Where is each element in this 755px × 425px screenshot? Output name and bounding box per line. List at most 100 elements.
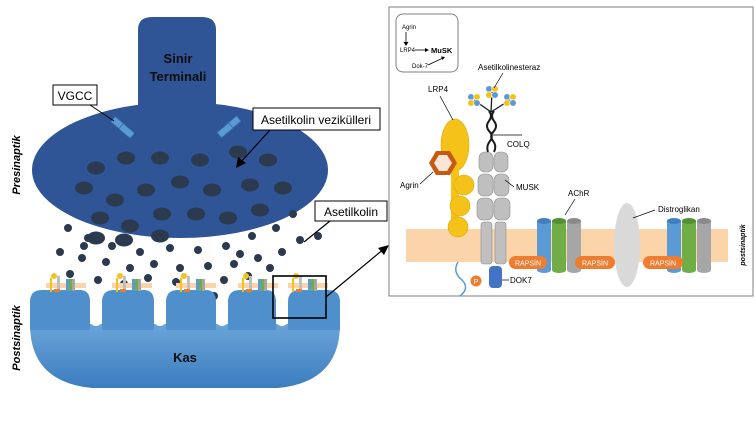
- musk-label: MUSK: [516, 183, 540, 192]
- achr-subunit-bottom: [552, 267, 566, 273]
- vesicle: [229, 145, 247, 159]
- mini-musk: [57, 276, 60, 292]
- mini-achr-gray: [138, 279, 141, 291]
- vesicle: [75, 181, 93, 195]
- mini-lrp4: [116, 278, 118, 292]
- ache-subunit: [491, 91, 499, 99]
- colq-collagen: [486, 110, 497, 153]
- acetylcholine-molecule: [150, 260, 158, 268]
- mini-lrp4-head: [117, 273, 123, 279]
- mini-achr-green: [311, 279, 314, 291]
- acetylcholine-molecule: [194, 246, 202, 254]
- mini-achr-green: [135, 279, 138, 291]
- dystroglycan-protein: [614, 203, 640, 287]
- nerve-terminal: Sinir Terminali: [32, 17, 328, 238]
- ache-subunit: [503, 93, 511, 101]
- mini-achr-gray: [202, 279, 205, 291]
- mini-achr-gray: [314, 279, 317, 291]
- mini-achr-blue: [66, 279, 69, 291]
- legend-agrin: Agrin: [402, 25, 416, 31]
- acetylcholine-molecule: [254, 254, 262, 262]
- ache-tetramer: [467, 93, 481, 107]
- vgcc-label: VGCC: [58, 89, 93, 103]
- vesicle: [121, 219, 139, 233]
- rapsyn-3: RAPSİN: [643, 256, 683, 269]
- acetylcholine-molecule: [220, 276, 228, 284]
- mini-lrp4-head: [243, 273, 249, 279]
- acetylcholine-molecule: [64, 224, 72, 232]
- zoom-indicator: [272, 245, 389, 319]
- ache-subunit: [467, 93, 475, 101]
- acetylcholine-molecule: [108, 242, 116, 250]
- mini-musk: [249, 276, 252, 292]
- muscle: Kas: [30, 290, 340, 388]
- vesicle: [251, 203, 269, 217]
- musk-protein: [476, 151, 511, 265]
- mini-lrp4: [180, 278, 182, 292]
- acetylcholinesterase-heads: [467, 85, 517, 113]
- legend-lrp4: LRP4: [400, 48, 416, 54]
- mini-musk: [187, 276, 190, 292]
- vesicle: [219, 211, 237, 225]
- achr-subunit-top: [697, 218, 711, 224]
- acetylcholine-molecule: [296, 236, 304, 244]
- ache-subunit: [485, 85, 493, 93]
- vesicle: [151, 151, 169, 165]
- achr-subunit-bottom: [682, 267, 696, 273]
- presynaptic-label: Presinaptik: [11, 134, 23, 194]
- achr-subunit: [682, 221, 696, 270]
- inset-panel: Agrin LRP4 MuSK Dok-7 postsinaptik LRP4: [388, 6, 754, 297]
- vesicle: [203, 183, 221, 197]
- nerve-terminal-label-line2: Terminali: [150, 69, 207, 84]
- acetylcholine-molecule: [222, 242, 230, 250]
- postsynaptic-label: Postsinaptik: [11, 304, 23, 370]
- vesicle: [241, 178, 259, 192]
- acetylcholine-molecule: [278, 248, 286, 256]
- vesicle: [106, 193, 124, 207]
- mini-achr-blue: [132, 279, 135, 291]
- vesicle: [259, 153, 277, 167]
- dok7-protein: [489, 266, 502, 288]
- ache-subunit: [467, 99, 475, 107]
- ache-subunit: [473, 93, 481, 101]
- ache-tetramer: [503, 93, 517, 107]
- ache-subunit: [509, 93, 517, 101]
- acetylcholine-molecule: [236, 250, 244, 258]
- mini-achr-green: [69, 279, 72, 291]
- vesicle: [151, 229, 169, 243]
- mini-achr-blue: [258, 279, 261, 291]
- vesicle: [171, 175, 189, 189]
- acetylcholinesterase-label: Asetilkolinesteraz: [478, 63, 540, 72]
- vesicles-label: Asetilkolin vezikülleri: [261, 113, 371, 127]
- acetylcholine-molecule: [289, 210, 297, 218]
- acetylcholine-vesicles: [75, 145, 292, 247]
- achr-subunit-top: [537, 218, 551, 224]
- nerve-terminal-label-line1: Sinir: [164, 51, 193, 66]
- acetylcholine-molecule: [144, 274, 152, 282]
- achr-subunit-bottom: [697, 267, 711, 273]
- mini-rapsyn: [184, 289, 190, 292]
- vesicle: [153, 207, 171, 221]
- rapsyn-label-1: RAPSİN: [515, 259, 541, 268]
- legend-musk: MuSK: [431, 46, 453, 55]
- ache-subunit: [485, 91, 493, 99]
- achr-subunit-top: [667, 218, 681, 224]
- ache-subunit: [473, 99, 481, 107]
- rapsyn-label-2: RAPSİN: [582, 259, 608, 268]
- mini-musk: [299, 276, 302, 292]
- achr-subunit-top: [552, 218, 566, 224]
- achr-subunit-bottom: [567, 267, 581, 273]
- achr-subunit: [552, 221, 566, 270]
- vgcc-channel-right: [216, 115, 242, 139]
- acetylcholine-molecule: [272, 224, 280, 232]
- phosphate-marker: [470, 275, 482, 287]
- vesicles-callout: Asetilkolin vezikülleri: [236, 107, 381, 168]
- rapsyn-label-3: RAPSİN: [650, 259, 676, 268]
- acetylcholine-molecule: [66, 270, 74, 278]
- mini-achr-gray: [264, 279, 267, 291]
- ache-tetramer: [485, 85, 499, 99]
- vgcc-callout: VGCC: [52, 84, 115, 122]
- vesicle: [137, 183, 155, 197]
- achr-subunit-top: [682, 218, 696, 224]
